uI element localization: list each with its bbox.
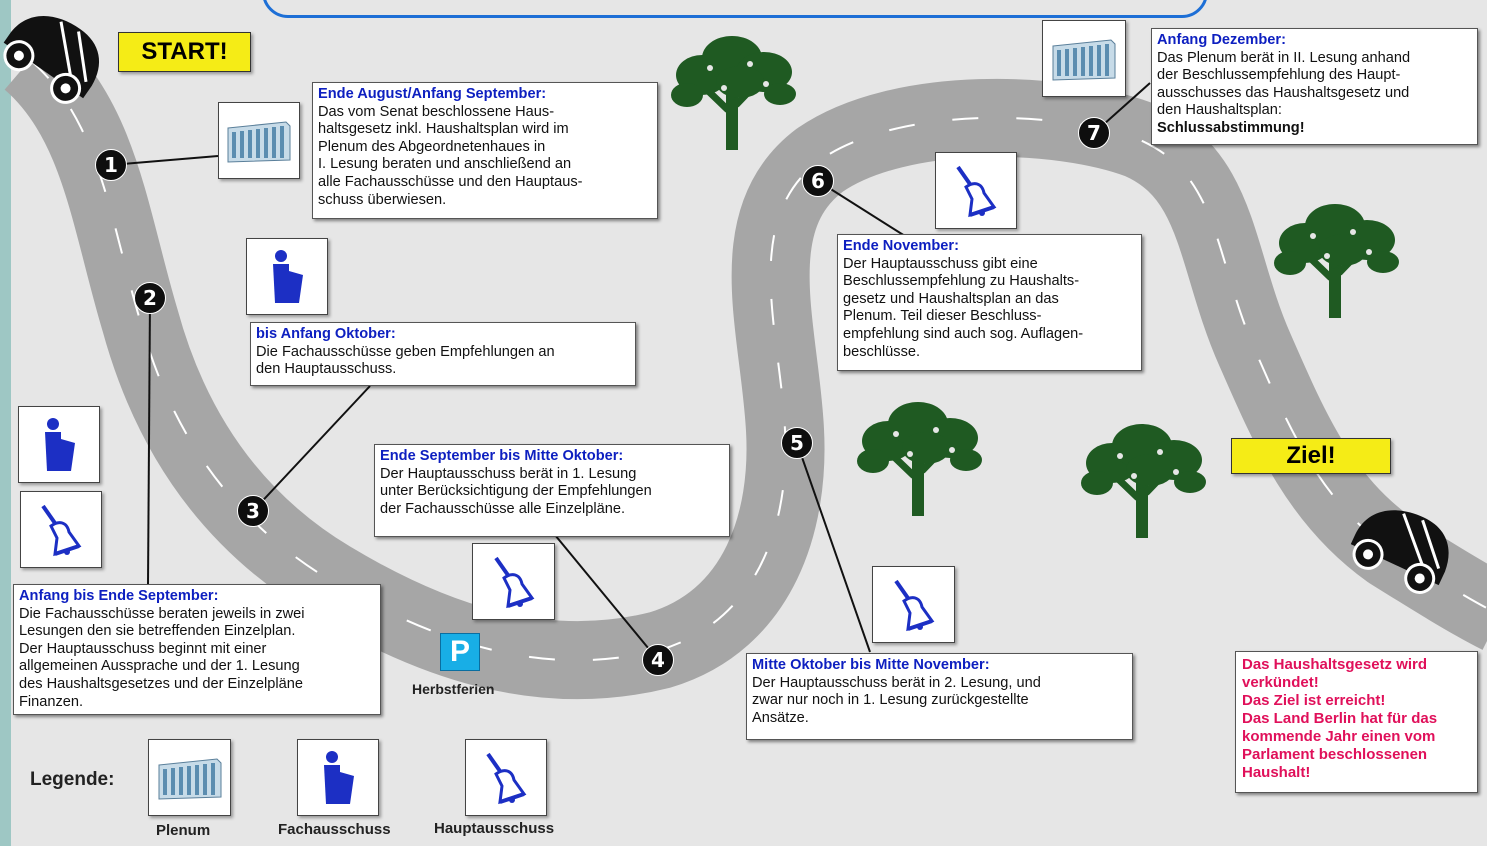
step-4-line: unter Berücksichtigung der Empfehlungen <box>380 483 652 500</box>
final-message-line: verkündet! <box>1242 674 1319 691</box>
step-1-line: haltsgesetz inkl. Haushaltsplan wird im <box>318 121 569 138</box>
step-2-textbox: Anfang bis Ende September: Die Fachaussc… <box>13 584 381 715</box>
final-message-line: Das Land Berlin hat für das <box>1242 710 1438 727</box>
plenum-icon <box>1042 20 1126 97</box>
step-title: Ende November: <box>843 238 959 254</box>
building-icon <box>227 120 291 163</box>
hauptausschuss-icon <box>872 566 955 643</box>
step-6-line: Der Hauptausschuss gibt eine <box>843 255 1038 272</box>
legend-label-hauptausschuss: Hauptausschuss <box>434 820 555 837</box>
step-4-line: der Fachausschüsse alle Einzelpläne. <box>380 500 625 517</box>
step-5-textbox: Mitte Oktober bis Mitte November: Der Ha… <box>746 653 1133 740</box>
start-car-icon <box>3 16 99 104</box>
step-2-line: allgemeinen Aussprache und der 1. Lesung <box>19 658 300 675</box>
step-title: Anfang bis Ende September: <box>19 588 219 604</box>
step-3-line: Die Fachausschüsse geben Empfehlungen an <box>256 343 555 360</box>
step-2-line: des Haushaltsgesetzes und der Einzelplän… <box>19 675 303 692</box>
speaker-icon <box>324 750 354 804</box>
step-title: bis Anfang Oktober: <box>256 326 396 342</box>
step-3-textbox: bis Anfang Oktober: Die Fachausschüsse g… <box>250 322 636 386</box>
bell-icon <box>41 504 82 556</box>
hauptausschuss-icon <box>935 152 1017 229</box>
step-marker-1: 1 <box>95 149 127 181</box>
step-7-line: den Haushaltsplan: <box>1157 102 1282 119</box>
legend-label-plenum: Plenum <box>156 822 211 839</box>
step-2-line: Finanzen. <box>19 693 84 710</box>
bell-icon <box>493 556 534 608</box>
bell-icon <box>893 579 934 631</box>
step-5-line: Ansätze. <box>752 709 809 726</box>
step-7-line: der Beschlussempfehlung des Haupt- <box>1157 67 1401 84</box>
tree-icon <box>671 36 796 150</box>
step-1-line: Das vom Senat beschlossene Haus- <box>318 103 555 120</box>
step-marker-5: 5 <box>781 427 813 459</box>
step-7-textbox: Anfang Dezember: Das Plenum berät in II.… <box>1151 28 1478 145</box>
step-title: Mitte Oktober bis Mitte November: <box>752 657 990 673</box>
step-title: Ende August/Anfang September: <box>318 86 547 102</box>
step-3-line: den Hauptausschuss. <box>256 361 397 378</box>
step-1-line: Plenum des Abgeordnetenhaues in <box>318 138 546 155</box>
step-2-line: Der Hauptausschuss beginnt mit einer <box>19 640 267 657</box>
fachausschuss-icon <box>246 238 328 315</box>
step-6-line: gesetz und Haushaltsplan an das <box>843 290 1059 307</box>
hauptausschuss-icon <box>20 491 102 568</box>
step-7-line: ausschusses das Haushaltsgesetz und <box>1157 84 1410 101</box>
legend-label-fachausschuss: Fachausschuss <box>278 821 391 838</box>
step-6-line: empfehlung sind auch sog. Auflagen- <box>843 325 1084 342</box>
step-title: Anfang Dezember: <box>1157 32 1286 48</box>
final-message-line: Parlament beschlossenen <box>1242 746 1428 763</box>
speaker-icon <box>273 249 303 303</box>
final-message-line: kommende Jahr einen vom <box>1242 728 1436 745</box>
step-2-line: Die Fachausschüsse beraten jeweils in zw… <box>19 605 305 622</box>
step-marker-6: 6 <box>802 165 834 197</box>
bell-icon <box>956 165 997 217</box>
start-sign: START! <box>118 32 251 72</box>
step-5-line: zwar nur noch in 1. Lesung zurückgestell… <box>752 692 1029 709</box>
step-7-bold-line: Schlussabstimmung! <box>1157 119 1305 136</box>
parking-sign-icon: P <box>440 633 480 671</box>
final-message-box: Das Haushaltsgesetz wird verkündet! Das … <box>1235 651 1478 793</box>
building-icon <box>1052 38 1116 81</box>
step-marker-7: 7 <box>1078 117 1110 149</box>
road-center-line <box>29 59 1487 662</box>
building-icon <box>158 757 221 800</box>
legend-fachausschuss-icon <box>297 739 379 816</box>
goal-car-icon <box>1350 510 1449 594</box>
step-4-line: Der Hauptausschuss berät in 1. Lesung <box>380 465 637 482</box>
step-marker-2: 2 <box>134 282 166 314</box>
tree-icon <box>857 402 982 516</box>
bell-icon <box>486 752 527 804</box>
step-1-line: I. Lesung beraten und anschließend an <box>318 156 572 173</box>
speaker-icon <box>45 417 75 471</box>
final-message-line: Das Haushaltsgesetz wird <box>1242 656 1428 673</box>
step-1-textbox: Ende August/Anfang September: Das vom Se… <box>312 82 658 219</box>
step-1-line: alle Fachausschüsse und den Hauptaus- <box>318 173 583 190</box>
final-message-line: Haushalt! <box>1242 764 1311 781</box>
step-6-line: Beschlussempfehlung zu Haushalts- <box>843 273 1080 290</box>
step-marker-3: 3 <box>237 495 269 527</box>
step-title: Ende September bis Mitte Oktober: <box>380 448 624 464</box>
hauptausschuss-icon <box>472 543 555 620</box>
tree-icon <box>1274 204 1399 318</box>
step-6-line: Plenum. Teil dieser Beschluss- <box>843 308 1042 325</box>
step-4-textbox: Ende September bis Mitte Oktober: Der Ha… <box>374 444 730 537</box>
step-2-line: Lesungen den sie betreffenden Einzelplan… <box>19 623 296 640</box>
goal-sign: Ziel! <box>1231 438 1391 474</box>
step-7-line: Das Plenum berät in II. Lesung anhand <box>1157 49 1411 66</box>
step-5-line: Der Hauptausschuss berät in 2. Lesung, u… <box>752 674 1041 691</box>
final-message-line: Das Ziel ist erreicht! <box>1242 692 1386 709</box>
step-6-line: beschlüsse. <box>843 343 921 360</box>
legend-hauptausschuss-icon <box>465 739 547 816</box>
plenum-icon <box>218 102 300 179</box>
parking-label: Herbstferien <box>412 681 495 697</box>
step-6-textbox: Ende November: Der Hauptausschuss gibt e… <box>837 234 1142 371</box>
step-marker-4: 4 <box>642 644 674 676</box>
fachausschuss-icon <box>18 406 100 483</box>
legend-title: Legende: <box>30 769 115 790</box>
step-1-line: schuss überwiesen. <box>318 191 447 208</box>
left-edge-strip <box>0 0 11 846</box>
legend-plenum-icon <box>148 739 231 816</box>
tree-icon <box>1081 424 1206 538</box>
